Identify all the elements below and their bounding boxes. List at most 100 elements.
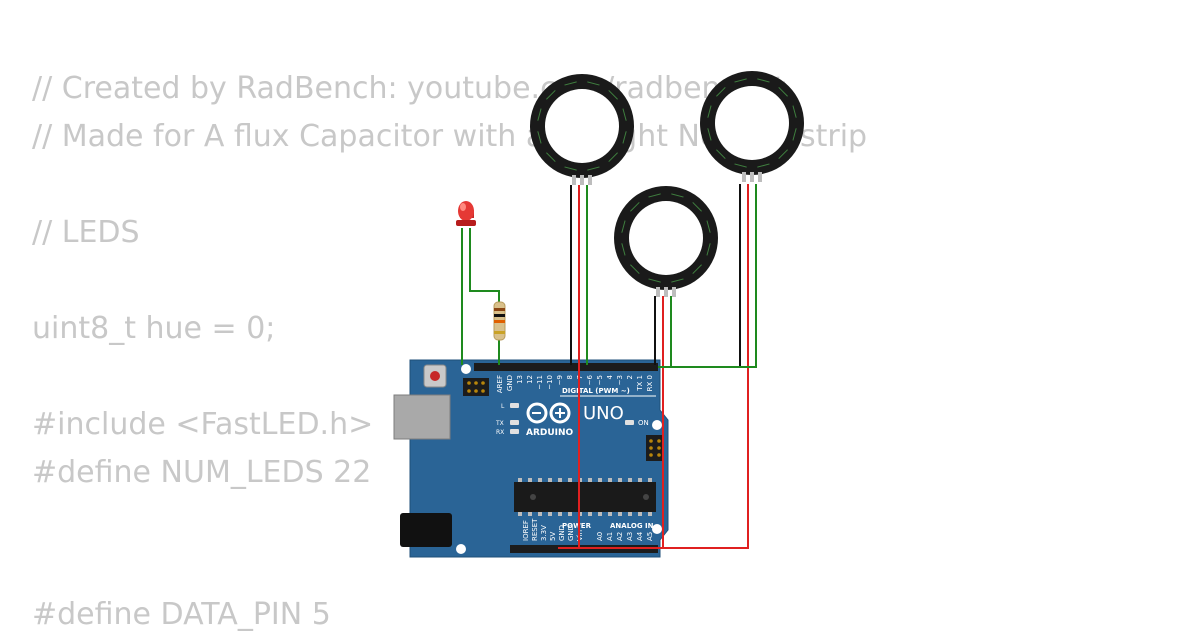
ring-pixel xyxy=(630,202,640,212)
digital-header[interactable] xyxy=(474,363,658,371)
neopixel-ring-1[interactable] xyxy=(530,74,634,185)
ring-pixel xyxy=(546,90,556,100)
ring-pixel xyxy=(792,105,797,118)
ring-pixel xyxy=(716,87,726,97)
chip-pin xyxy=(568,512,572,516)
chip-pin xyxy=(598,512,602,516)
ring-pixel xyxy=(587,166,600,171)
resistor[interactable] xyxy=(493,301,506,341)
ring-pixel xyxy=(587,81,600,86)
ring-pin xyxy=(664,287,668,297)
ring-pin xyxy=(758,172,762,182)
ring-pin xyxy=(656,287,660,297)
chip-pin xyxy=(648,478,652,482)
pin-label: RX 0 xyxy=(646,375,654,391)
pin-label: ~10 xyxy=(546,375,554,390)
on-led xyxy=(625,420,634,425)
pin-label: 2 xyxy=(626,375,634,379)
pin-label: A2 xyxy=(616,532,624,541)
chip-pin xyxy=(628,478,632,482)
ring-hole xyxy=(545,89,619,163)
chip-pin xyxy=(618,512,622,516)
power-jack xyxy=(400,513,452,547)
pin-label: GND xyxy=(567,525,575,541)
ring-pixel xyxy=(608,152,618,162)
pin-label: GND xyxy=(506,375,514,391)
chip-pin xyxy=(638,512,642,516)
chip-pin xyxy=(518,512,522,516)
chip-pin xyxy=(558,478,562,482)
ring-pixel xyxy=(630,264,640,274)
ring-pixel xyxy=(707,105,712,118)
pin-label: A3 xyxy=(626,532,634,541)
code-line: uint8_t hue = 0; xyxy=(32,311,276,346)
ring-pixel xyxy=(692,264,702,274)
ring-pixel xyxy=(537,131,542,144)
rx-label: RX xyxy=(496,429,504,436)
ring-pin xyxy=(750,172,754,182)
code-line: // LEDS xyxy=(32,215,140,250)
ring-pixel xyxy=(671,193,684,198)
ring-pixel xyxy=(734,163,747,168)
ring-pin xyxy=(580,175,584,185)
chip-pin xyxy=(548,478,552,482)
arduino-logo-icon xyxy=(526,402,571,424)
ring-pixel xyxy=(671,278,684,283)
on-label: ON xyxy=(638,419,649,427)
pin-label: AREF xyxy=(496,375,504,393)
chip-pin xyxy=(528,512,532,516)
chip-pin xyxy=(558,512,562,516)
ring-pixel xyxy=(706,220,711,233)
ring-pixel xyxy=(716,149,726,159)
mounting-hole xyxy=(456,544,466,554)
chip-pin xyxy=(538,512,542,516)
ring-pixel xyxy=(757,163,770,168)
l-label: L xyxy=(501,403,505,410)
chip-pin xyxy=(528,478,532,482)
pin-label: 5V xyxy=(549,532,557,541)
tx-label: TX xyxy=(495,420,504,427)
ring-pixel xyxy=(734,78,747,83)
chip-pin xyxy=(588,478,592,482)
pin-label: TX 1 xyxy=(636,375,644,392)
ring-hole xyxy=(629,201,703,275)
ring-pin xyxy=(572,175,576,185)
ring-pin xyxy=(672,287,676,297)
ring-pixel xyxy=(621,220,626,233)
red-led[interactable] xyxy=(456,201,476,226)
mounting-hole xyxy=(652,420,662,430)
pin-label: ~9 xyxy=(556,375,564,385)
pin-label: A0 xyxy=(596,532,604,541)
pin-label: A5 xyxy=(646,532,654,541)
pin-label: 3.3V xyxy=(540,525,548,541)
ring-hole xyxy=(715,86,789,160)
icsp-header-2 xyxy=(646,435,664,461)
neopixel-ring-2[interactable] xyxy=(700,71,804,182)
ring-pin xyxy=(742,172,746,182)
mounting-hole xyxy=(461,364,471,374)
pin-label: IOREF xyxy=(522,520,530,541)
ring-pixel xyxy=(778,87,788,97)
chip-pin xyxy=(648,512,652,516)
pin-label: GND xyxy=(558,525,566,541)
ring-pixel xyxy=(622,108,627,121)
chip-pin xyxy=(538,478,542,482)
board-brand: ARDUINO xyxy=(526,428,574,438)
ring-pixel xyxy=(537,108,542,121)
neopixel-ring-3[interactable] xyxy=(614,186,718,297)
chip-pin xyxy=(628,512,632,516)
reset-button-cap xyxy=(430,371,440,381)
chip-pin xyxy=(608,478,612,482)
wire-ring3-data xyxy=(658,296,672,368)
ring-pixel xyxy=(622,131,627,144)
pin-label: ~5 xyxy=(596,375,604,385)
usb-port xyxy=(393,394,451,440)
pin-label: RESET xyxy=(531,518,539,541)
ring-pixel xyxy=(692,202,702,212)
pin-label: 4 xyxy=(606,374,614,379)
digital-label: DIGITAL (PWM ~) xyxy=(562,387,630,395)
atmega-chip xyxy=(514,478,656,516)
analog-label: ANALOG IN xyxy=(610,522,654,530)
